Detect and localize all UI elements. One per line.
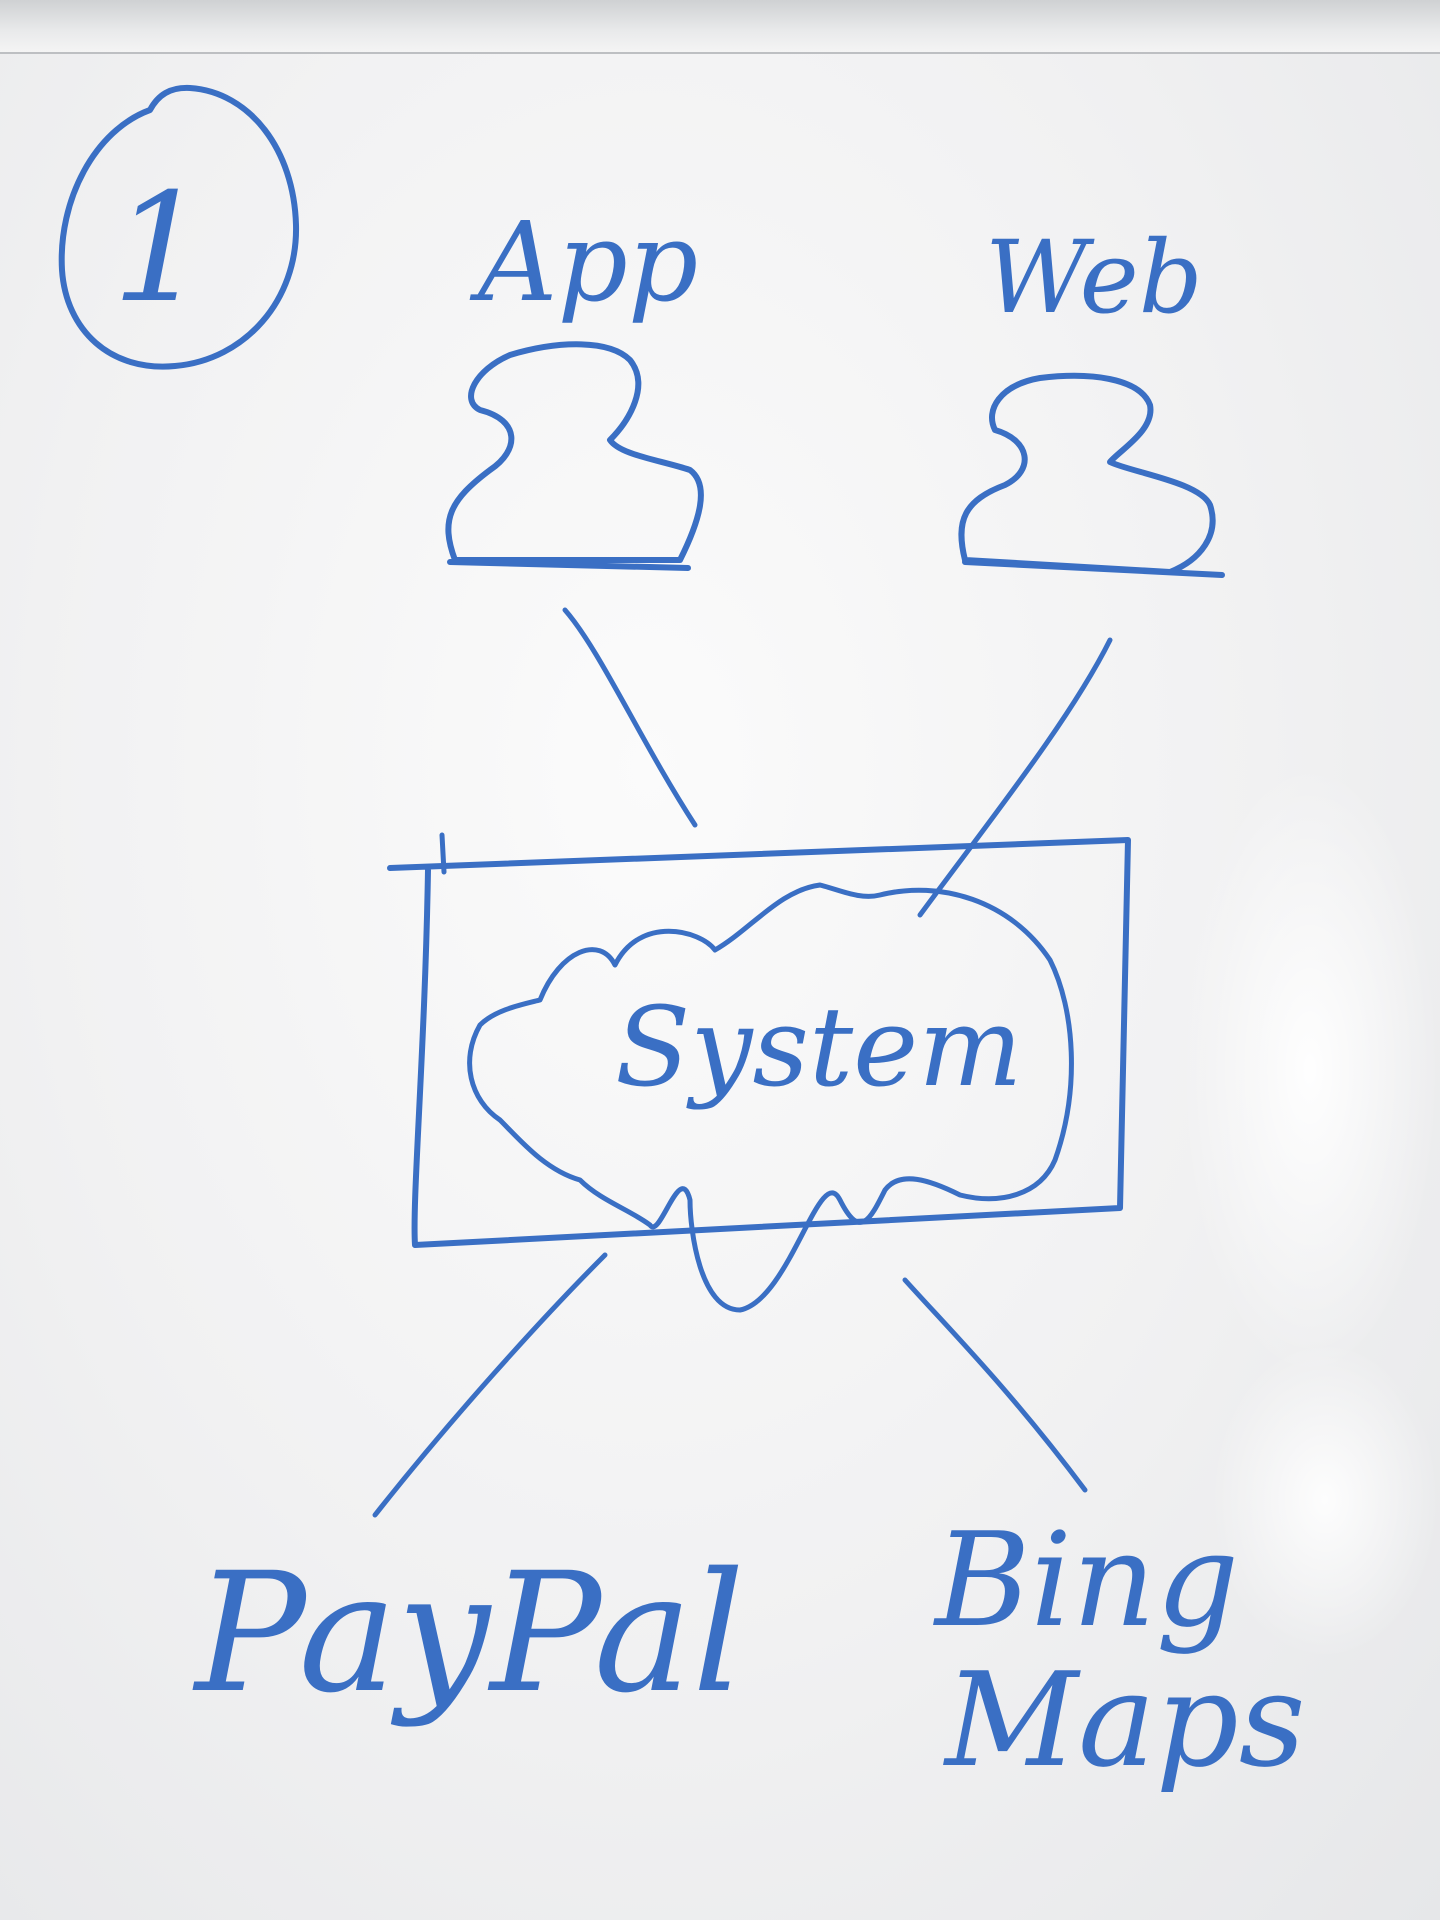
system-box-tick	[439, 832, 447, 875]
app-user-icon	[445, 341, 704, 563]
system-box-outline	[387, 837, 1131, 1248]
step-circle	[58, 84, 300, 370]
app-user-base	[447, 559, 691, 571]
web-user-base	[962, 559, 1225, 578]
bing-label: Bing	[933, 1504, 1239, 1656]
app-to-system-line	[562, 607, 698, 828]
system-box: System	[387, 832, 1131, 1313]
maps-label: Maps	[943, 1644, 1306, 1796]
app-label: App	[469, 198, 698, 326]
web-label: Web	[985, 219, 1203, 336]
web-to-system-line	[917, 637, 1113, 918]
step-number: 1	[112, 162, 207, 336]
whiteboard-frame	[0, 0, 1440, 54]
bing-maps-service: Bing Maps	[933, 1504, 1306, 1796]
system-label: System	[615, 983, 1023, 1111]
actor-web: Web	[958, 219, 1225, 578]
system-to-bing-maps-line	[902, 1277, 1088, 1493]
step-badge: 1	[58, 84, 300, 370]
system-to-paypal-line	[372, 1252, 608, 1518]
actor-app: App	[445, 198, 704, 571]
light-glare	[1180, 760, 1440, 1380]
light-glare	[1210, 1340, 1440, 1660]
web-user-icon	[958, 372, 1216, 575]
paypal-label: PayPal	[192, 1537, 745, 1729]
system-cloud	[467, 882, 1074, 1313]
